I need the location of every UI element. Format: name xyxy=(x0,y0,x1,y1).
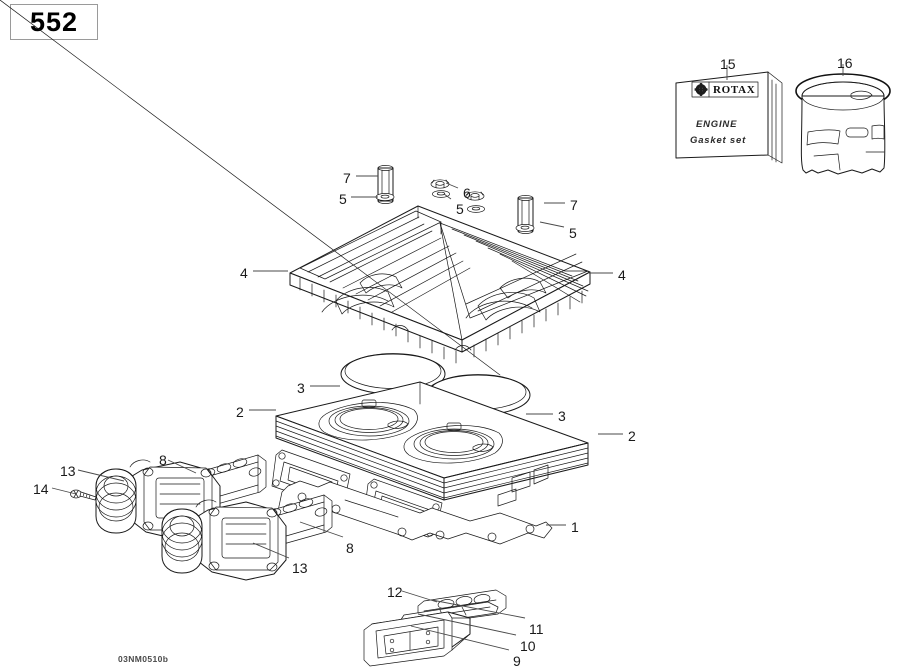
callout-1: 1 xyxy=(571,519,579,535)
callout-9: 9 xyxy=(513,653,521,669)
callout-16: 16 xyxy=(837,55,853,71)
envelope-gasket-set-label: Gasket set xyxy=(690,135,747,146)
leader-line-9 xyxy=(410,625,510,651)
part-5-washer-center-a xyxy=(432,190,450,198)
drawing-code: 03NM0510b xyxy=(118,654,169,664)
leader-line-12 xyxy=(401,590,438,603)
part-9-reed-valve-cage xyxy=(363,611,471,667)
leader-line-5 xyxy=(443,193,452,200)
callout-13: 13 xyxy=(60,463,76,479)
callout-7: 7 xyxy=(343,170,351,186)
callout-3: 3 xyxy=(297,380,305,396)
part-13-intake-boot-lower xyxy=(161,499,287,581)
callout-14: 14 xyxy=(33,481,49,497)
callout-6: 6 xyxy=(463,185,471,201)
part-2-cylinder-block xyxy=(275,381,589,507)
cylinder-bore-left xyxy=(318,399,418,441)
callout-8: 8 xyxy=(159,452,167,468)
cylinder-bore-right xyxy=(403,422,503,464)
page-title: 552 xyxy=(29,6,79,37)
callout-5: 5 xyxy=(339,191,347,207)
leader-line-13 xyxy=(77,469,125,482)
callout-12: 12 xyxy=(387,584,403,600)
part-6-nut-center-b xyxy=(465,191,485,201)
callout-2: 2 xyxy=(628,428,636,444)
callout-4: 4 xyxy=(240,265,248,281)
leader-line-10 xyxy=(417,613,517,636)
leader-line-13 xyxy=(252,542,290,559)
callout-5: 5 xyxy=(569,225,577,241)
leader-line-8 xyxy=(299,521,344,538)
part-7-stud-spacer-left xyxy=(377,165,394,204)
part-4-cylinder-head xyxy=(0,0,591,376)
part-5-washer-center-b xyxy=(467,205,485,213)
part-5-washer-right xyxy=(515,224,535,232)
leader-line-14 xyxy=(51,487,77,495)
gear-icon xyxy=(694,82,708,97)
callout-8: 8 xyxy=(346,540,354,556)
callout-3: 3 xyxy=(558,408,566,424)
part-14-screw xyxy=(70,489,97,501)
envelope-engine-label: ENGINE xyxy=(696,119,738,130)
callout-10: 10 xyxy=(520,638,536,654)
part-16-piston xyxy=(795,73,891,175)
callout-7: 7 xyxy=(570,197,578,213)
callout-5: 5 xyxy=(456,201,464,217)
leader-line-11 xyxy=(431,599,526,619)
leader-line-6 xyxy=(445,182,459,189)
callout-leader-lines xyxy=(51,64,844,651)
part-5-washer-left xyxy=(375,193,395,201)
leader-line-8 xyxy=(167,459,197,474)
callout-4: 4 xyxy=(618,267,626,283)
callout-15: 15 xyxy=(720,56,736,72)
rotax-brand-text: ROTAX xyxy=(713,84,756,96)
leader-line-5 xyxy=(539,221,565,228)
callout-2: 2 xyxy=(236,404,244,420)
page-title-box: 552 xyxy=(10,4,98,40)
part-15-gasket-set-envelope xyxy=(675,71,783,164)
part-6-nut-center-a xyxy=(430,179,450,189)
callout-13: 13 xyxy=(292,560,308,576)
callout-11: 11 xyxy=(529,621,544,637)
